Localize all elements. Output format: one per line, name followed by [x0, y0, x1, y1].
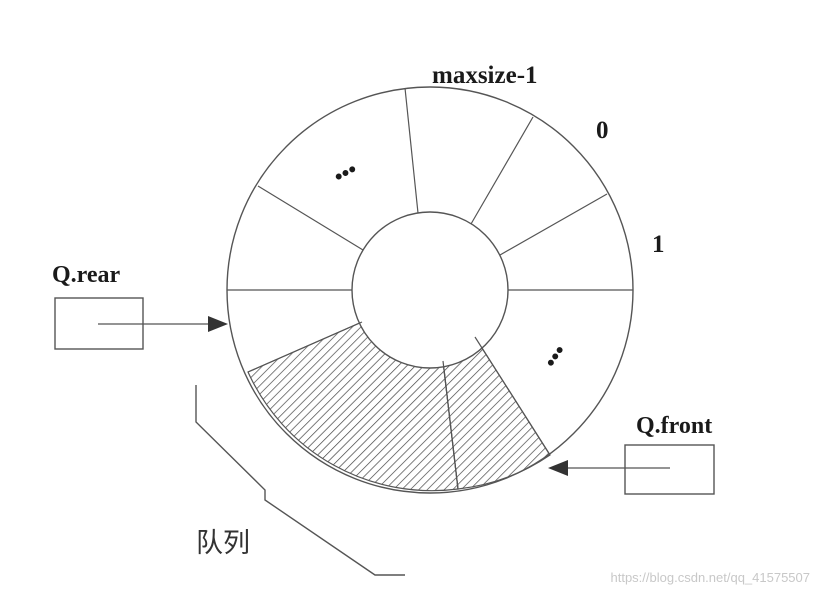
divider-top	[404, 87, 419, 214]
queue-label: 队列	[196, 528, 250, 559]
divider-right-upper	[499, 193, 608, 256]
front-pointer-label: Q.front	[636, 413, 712, 439]
divider-top-right	[470, 116, 534, 225]
label-index-1: 1	[652, 231, 665, 258]
divider-bottom	[442, 360, 459, 490]
rear-arrow-head	[208, 316, 228, 332]
label-index-0: 0	[596, 117, 609, 144]
ellipsis-right: •••	[538, 340, 572, 373]
inner-ring	[351, 211, 509, 369]
rear-pointer-label: Q.rear	[52, 262, 121, 288]
divider-lower-left	[247, 321, 363, 373]
front-arrow-head	[548, 460, 568, 476]
queue-bracket	[195, 385, 405, 576]
divider-lower-right	[474, 336, 551, 456]
sector-dividers	[227, 87, 633, 490]
front-pointer-box	[624, 444, 715, 495]
ellipsis-top: •••	[329, 156, 361, 189]
watermark: https://blog.csdn.net/qq_41575507	[611, 570, 811, 585]
divider-upper-left	[257, 185, 364, 251]
label-maxsize: maxsize-1	[432, 62, 538, 89]
